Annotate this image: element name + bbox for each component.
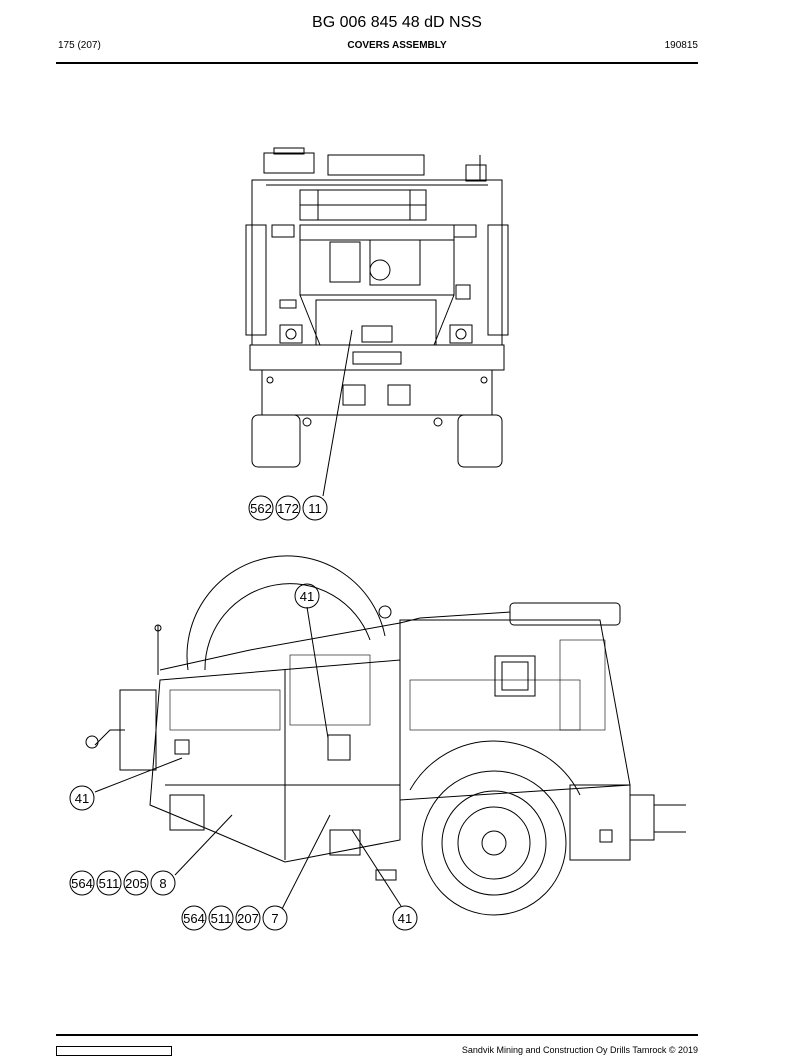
callout-564-b: 564: [183, 911, 205, 926]
section-title: COVERS ASSEMBLY: [347, 40, 447, 51]
callout-511-b: 511: [211, 911, 232, 926]
document-number: BG 006 845 48 dD NSS: [312, 14, 482, 31]
front-view-drawing: [245, 147, 509, 468]
callout-511-a: 511: [99, 876, 120, 891]
callout-207: 207: [237, 911, 259, 926]
callout-172: 172: [277, 501, 299, 516]
document-date: 190815: [664, 40, 698, 51]
callout-41-left: 41: [75, 791, 89, 806]
company-logo: [56, 1046, 172, 1056]
callout-8: 8: [159, 876, 166, 891]
callout-11: 11: [308, 501, 322, 516]
page-number: 175 (207): [58, 40, 101, 51]
header-rule: [56, 62, 698, 64]
callout-41-top: 41: [300, 589, 314, 604]
side-view-drawing: [85, 555, 686, 916]
footer-rule: [56, 1034, 698, 1036]
callout-group-top: [248, 495, 328, 521]
callout-562: 562: [250, 501, 272, 516]
callout-41-bottom: 41: [398, 911, 412, 926]
footer-copyright: Sandvik Mining and Construction Oy Drill…: [461, 1045, 698, 1055]
callout-564-a: 564: [71, 876, 93, 891]
callout-7: 7: [271, 911, 278, 926]
callout-205: 205: [125, 876, 147, 891]
